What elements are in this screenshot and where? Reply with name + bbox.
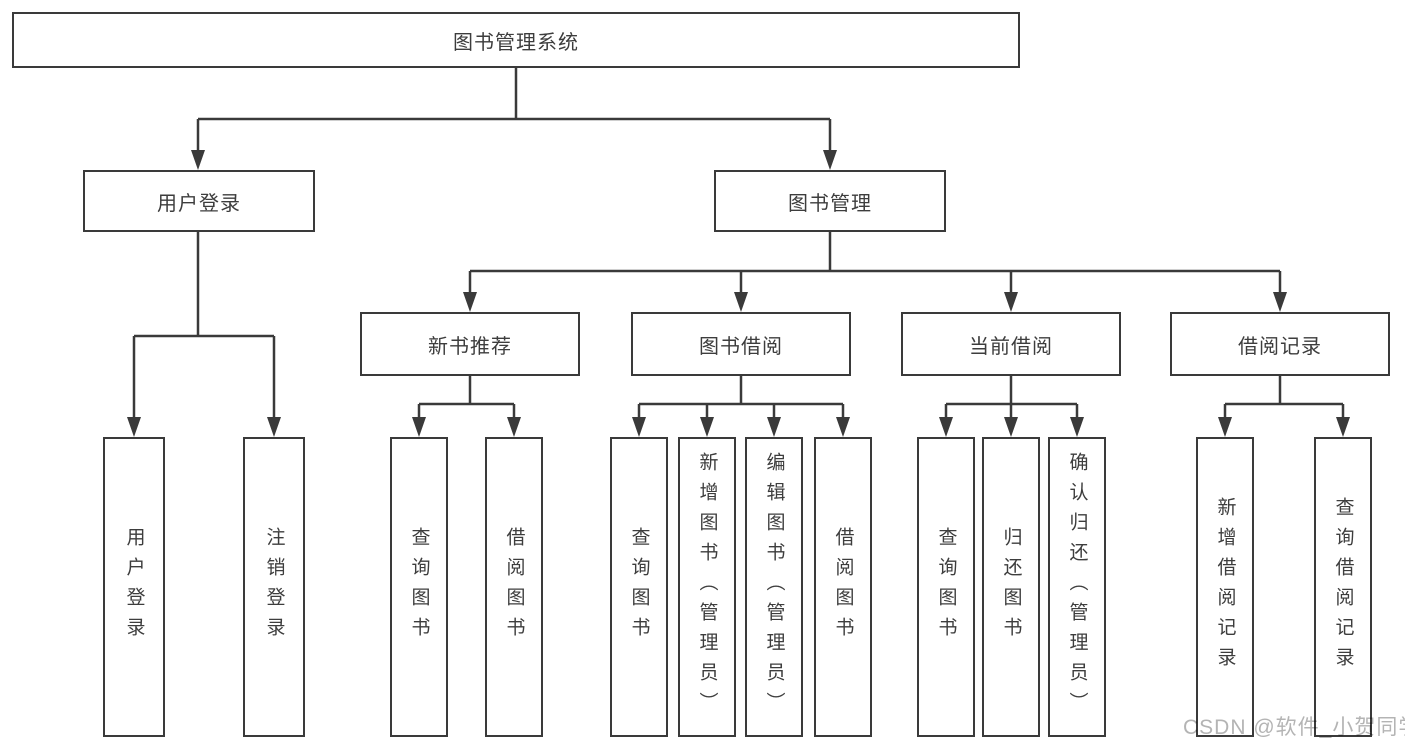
leaf-logout-label: 注销登录 (263, 527, 285, 647)
leaf-add-books-admin: 新增图书（管理员） (678, 437, 736, 737)
leaf-borrow-books: 借阅图书 (814, 437, 872, 737)
leaf-borrow-books-recommend-label: 借阅图书 (503, 527, 525, 647)
leaf-add-books-admin-label: 新增图书（管理员） (696, 452, 718, 722)
leaf-query-borrow-record: 查询借阅记录 (1314, 437, 1372, 737)
leaf-query-borrow-record-label: 查询借阅记录 (1332, 497, 1354, 677)
leaf-logout: 注销登录 (243, 437, 305, 737)
leaf-return-books: 归还图书 (982, 437, 1040, 737)
node-book-borrowing: 图书借阅 (631, 312, 851, 376)
leaf-user-login: 用户登录 (103, 437, 165, 737)
leaf-query-books-borrowing: 查询图书 (610, 437, 668, 737)
leaf-confirm-return-admin: 确认归还（管理员） (1048, 437, 1106, 737)
csdn-watermark: CSDN @软件_小贺同学 (1183, 716, 1405, 739)
node-library-management-system: 图书管理系统 (12, 12, 1020, 68)
leaf-confirm-return-admin-label: 确认归还（管理员） (1066, 452, 1088, 722)
leaf-user-login-label: 用户登录 (123, 527, 145, 647)
node-book-management: 图书管理 (714, 170, 946, 232)
leaf-add-borrow-record: 新增借阅记录 (1196, 437, 1254, 737)
leaf-return-books-label: 归还图书 (1000, 527, 1022, 647)
leaf-add-borrow-record-label: 新增借阅记录 (1214, 497, 1236, 677)
node-new-book-recommend: 新书推荐 (360, 312, 580, 376)
arrowheads (127, 150, 1350, 437)
leaf-query-books-recommend-label: 查询图书 (408, 527, 430, 647)
leaf-query-books-current-label: 查询图书 (935, 527, 957, 647)
leaf-query-books-borrowing-label: 查询图书 (628, 527, 650, 647)
leaf-edit-books-admin: 编辑图书（管理员） (745, 437, 803, 737)
leaf-query-books-recommend: 查询图书 (390, 437, 448, 737)
node-borrowing-records: 借阅记录 (1170, 312, 1390, 376)
node-current-borrowing: 当前借阅 (901, 312, 1121, 376)
node-user-login: 用户登录 (83, 170, 315, 232)
leaf-borrow-books-recommend: 借阅图书 (485, 437, 543, 737)
leaf-edit-books-admin-label: 编辑图书（管理员） (763, 452, 785, 722)
leaf-borrow-books-label: 借阅图书 (832, 527, 854, 647)
leaf-query-books-current: 查询图书 (917, 437, 975, 737)
